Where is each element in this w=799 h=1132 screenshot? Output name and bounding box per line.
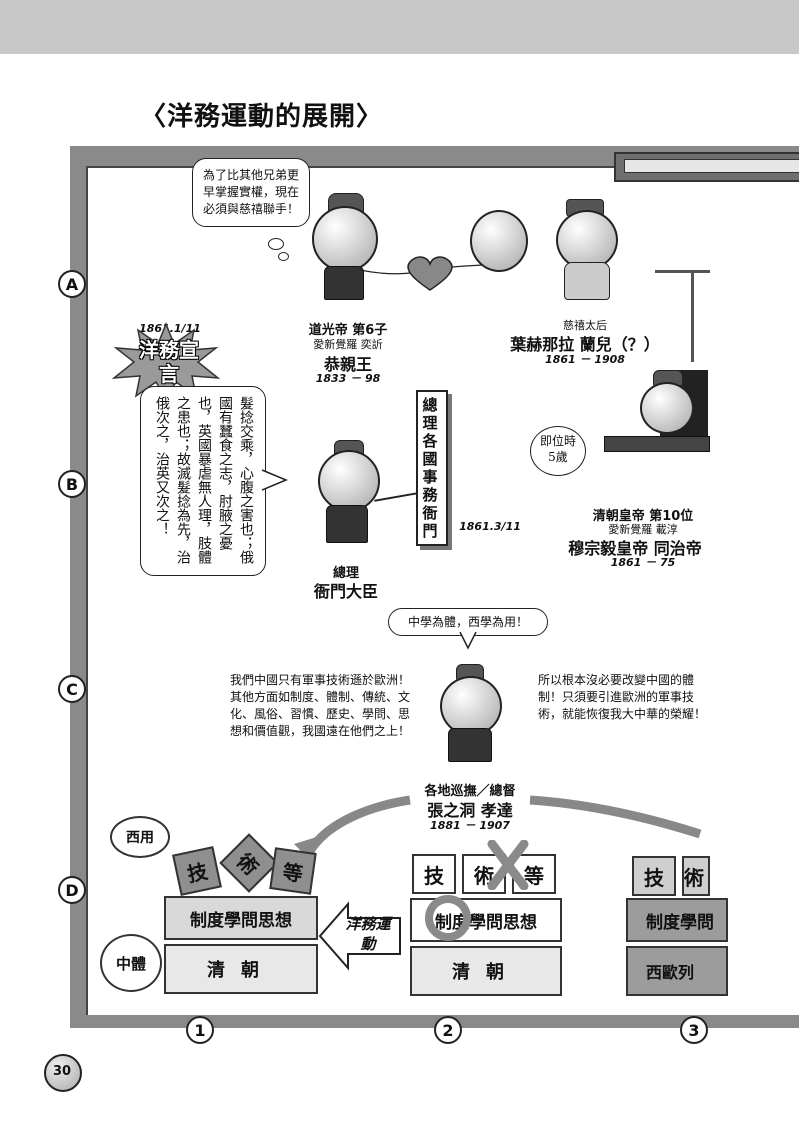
declaration-text: 髮捻交乘，心腹之害也；俄國有蠶食之志，肘腋之憂也，英國暴虐無人理，肢體之患也；故… xyxy=(154,396,254,564)
frame-tab-stripe xyxy=(624,159,799,173)
cixi-body xyxy=(564,262,610,300)
thought-dot xyxy=(278,252,289,261)
zongli-date: 1861.3/11 xyxy=(459,520,521,533)
zhongti-tag: 中體 xyxy=(100,934,162,992)
declaration-bubble xyxy=(140,386,266,576)
gong-line2: 愛新覺羅 奕訢 xyxy=(313,338,383,351)
motto-bubble-tail xyxy=(459,632,477,650)
row-label-c: C xyxy=(58,675,86,703)
tile-ji: 技 xyxy=(172,846,222,896)
zongli-body xyxy=(326,505,368,543)
block-qing-1: 清朝 xyxy=(164,944,318,994)
tongzhi-line1: 清朝皇帝 第10位 xyxy=(592,509,694,524)
tile-deng-2: 等 xyxy=(512,854,556,894)
declaration-date: 1861.1/11 xyxy=(139,322,201,335)
gong-body xyxy=(324,266,364,300)
tile-ji-3: 技 xyxy=(632,856,676,896)
top-bar xyxy=(0,0,799,54)
zongli-sign xyxy=(416,390,448,546)
xiyong-tag: 西用 xyxy=(110,816,170,858)
tongzhi-age-bubble: 即位時 5歲 xyxy=(530,426,586,476)
tongzhi-line2: 愛新覺羅 載淳 xyxy=(608,523,678,536)
gong-speech-bubble: 為了比其他兄弟更早掌握實權，現在必須與慈禧聯手！ xyxy=(192,158,310,227)
col-label-3: 3 xyxy=(680,1016,708,1044)
tongzhi-character xyxy=(640,382,694,434)
gong-line1: 道光帝 第6子 xyxy=(308,323,388,338)
tile-ji-2: 技 xyxy=(412,854,456,894)
col-label-1: 1 xyxy=(186,1016,214,1044)
zhang-character xyxy=(440,676,502,736)
gong-years: 1833 － 98 xyxy=(315,372,381,385)
block-west-europe: 西歐列 xyxy=(626,946,728,996)
zongli-name: 衙門大臣 xyxy=(313,582,378,601)
row-label-a: A xyxy=(58,270,86,298)
block-qing-2: 清朝 xyxy=(410,946,562,996)
tongzhi-years: 1861 － 75 xyxy=(610,556,676,569)
tongzhi-name: 穆宗毅皇帝 同治帝 xyxy=(568,539,702,558)
zhang-body xyxy=(448,728,492,762)
zhang-name: 張之洞 孝達 xyxy=(427,801,513,820)
zhang-motto-bubble: 中學為體，西學為用！ xyxy=(388,608,548,636)
yangwu-arrow-label: 洋務運動 xyxy=(345,915,391,953)
circle-mark-icon xyxy=(425,895,471,941)
block-institutions-1: 制度學問思想 xyxy=(164,896,318,940)
thought-dot xyxy=(268,238,284,250)
tile-shu-3: 術 xyxy=(682,856,710,896)
throne-desk xyxy=(604,436,710,452)
row-label-d: D xyxy=(58,876,86,904)
yangwu-arrow xyxy=(318,901,401,971)
zongli-line1: 總理 xyxy=(332,566,359,581)
declaration-stamp: 洋務宣言 xyxy=(139,338,199,386)
zhang-left-text: 我們中國只有軍事技術遜於歐洲！其他方面如制度、體制、傳統、文化、風俗、習慣、歷史… xyxy=(230,673,411,738)
zhang-right-text: 所以根本沒必要改變中國的體制！只須要引進歐洲的軍事技術，就能恢復我大中華的榮耀！ xyxy=(538,673,707,721)
tile-shu-2: 術 xyxy=(462,854,506,894)
peeking-character xyxy=(470,210,528,272)
family-line xyxy=(691,272,694,362)
page-mascot-icon xyxy=(44,1054,82,1092)
cixi-character xyxy=(556,210,618,270)
cross-mark-icon xyxy=(487,840,529,890)
tile-deng: 等 xyxy=(269,847,317,895)
cixi-name: 葉赫那拉 蘭兒（？） xyxy=(510,335,660,354)
cixi-years: 1861 － 1908 xyxy=(545,353,625,366)
family-line xyxy=(655,270,710,273)
zhang-years: 1881 － 1907 xyxy=(430,819,510,832)
red-thread-heart xyxy=(360,256,499,291)
declaration-bubble-tail xyxy=(262,469,288,491)
zhang-line1: 各地巡撫／總督 xyxy=(424,784,516,799)
block-institutions-3: 制度學問 xyxy=(626,898,728,942)
row-label-b: B xyxy=(58,470,86,498)
zongli-character xyxy=(318,450,380,512)
gong-name: 恭親王 xyxy=(323,355,372,374)
page-number: 30 xyxy=(52,1064,72,1079)
page-title: 〈洋務運動的展開〉 xyxy=(140,102,384,132)
cixi-line1: 慈禧太后 xyxy=(563,319,607,332)
col-label-2: 2 xyxy=(434,1016,462,1044)
declaration-burst-icon xyxy=(112,322,220,398)
zongli-sign-text: 總理各國事務衙門 xyxy=(422,396,438,540)
